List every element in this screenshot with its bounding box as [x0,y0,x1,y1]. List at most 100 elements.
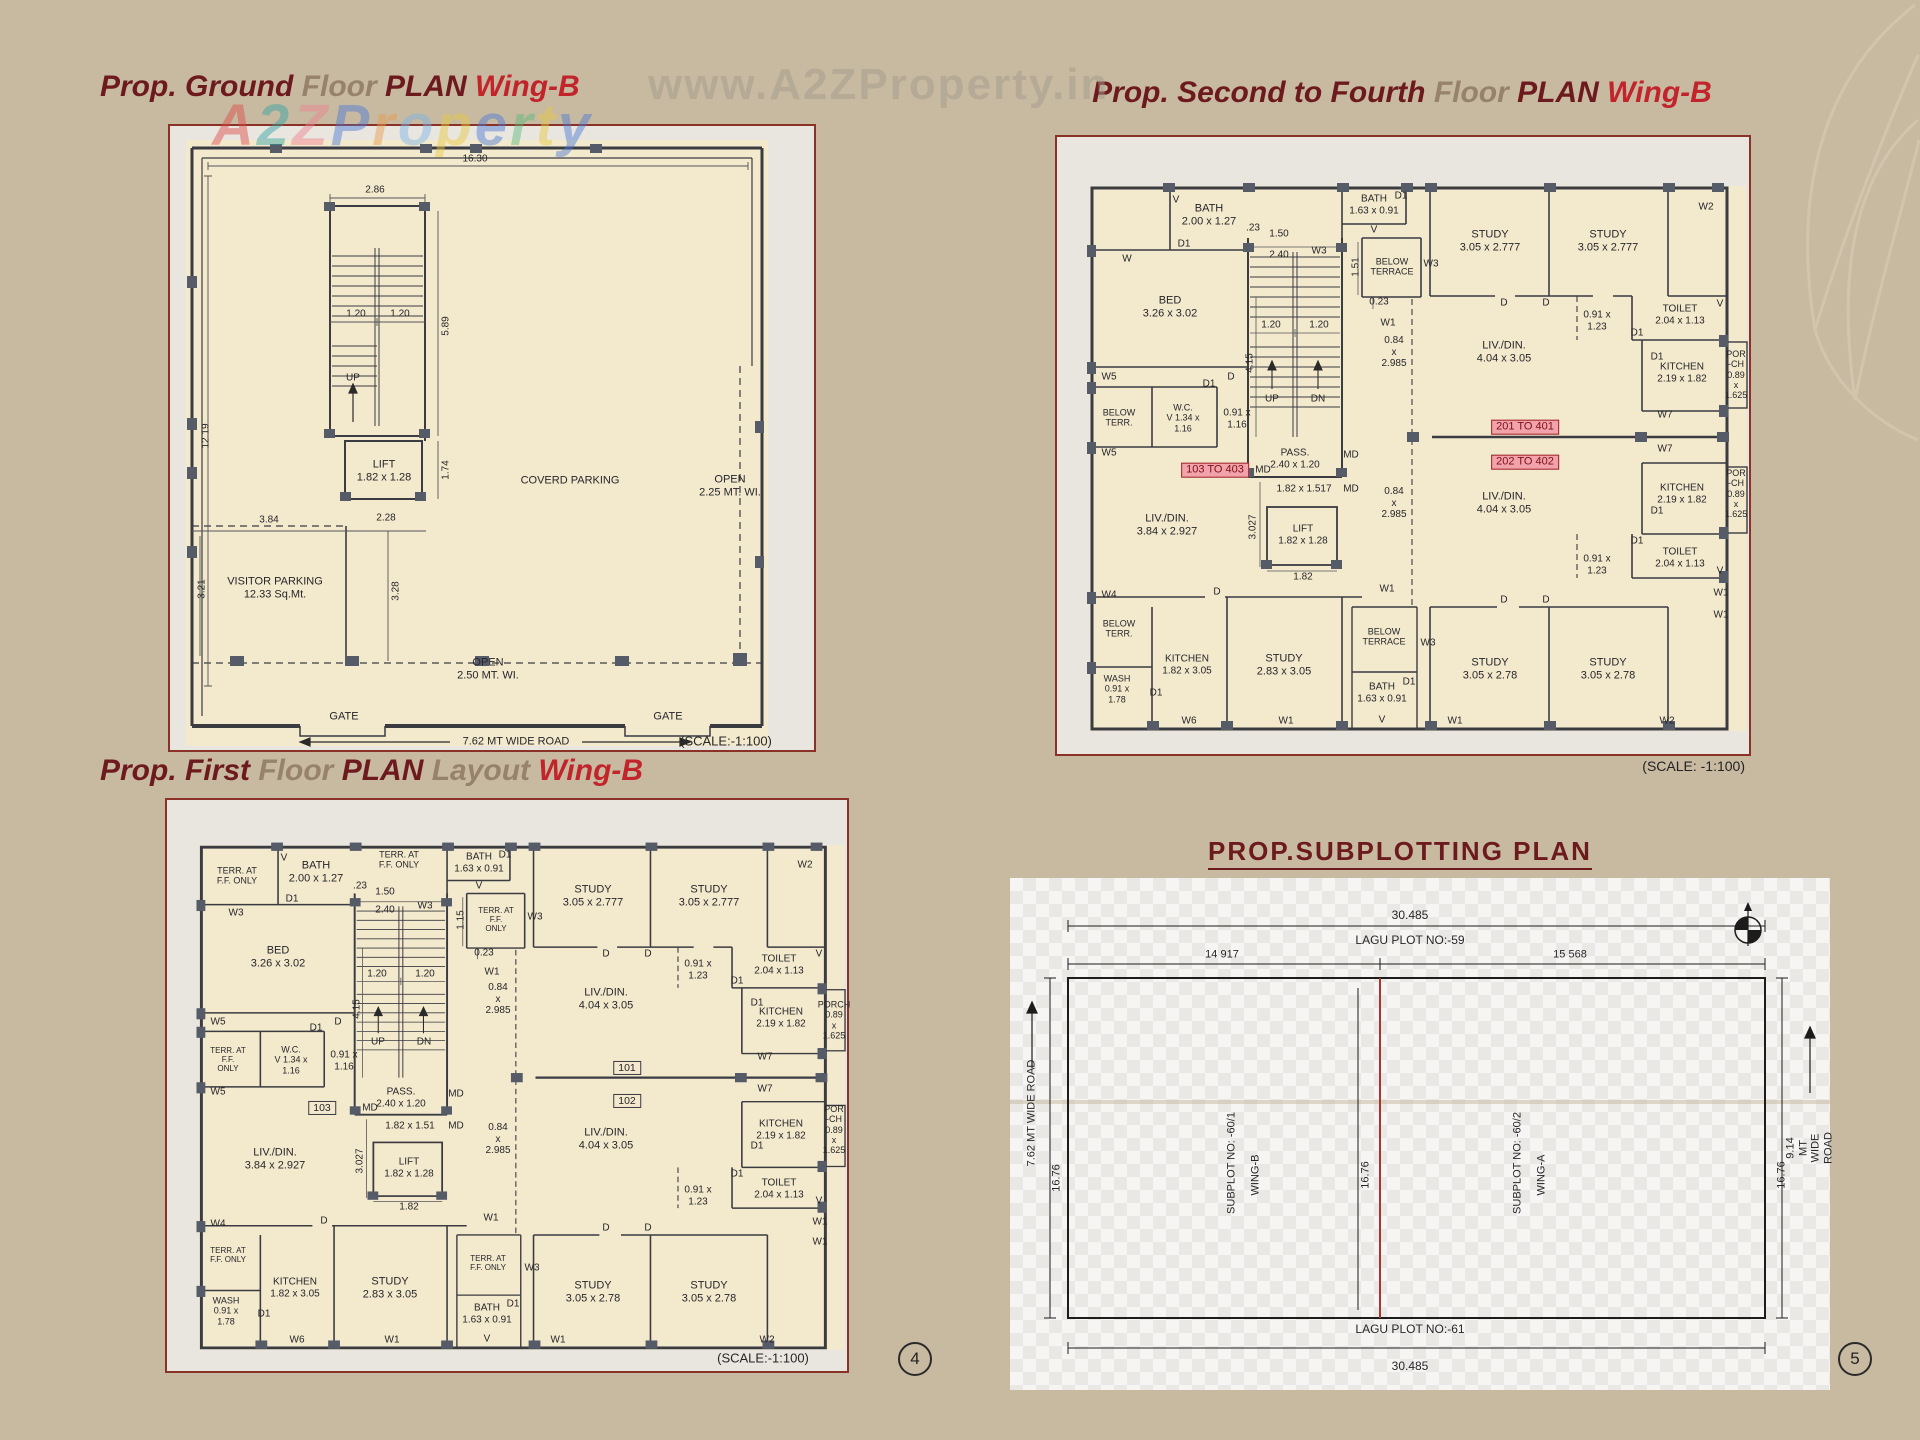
plan-label: 4.15 [1244,353,1256,373]
plan-label: (SCALE:-1:100) [680,733,772,749]
plan-label: SUBPLOT NO: -60/1 [1225,1112,1238,1214]
watermark-letter: 2 [256,93,293,158]
plan-label: D1 [1650,351,1664,363]
plan-label: BED 3.26 x 3.02 [1142,294,1198,319]
plan-label: V [815,948,823,960]
plan-label: 0.91 x 1.23 [1583,553,1611,577]
plan-label: STUDY 3.05 x 2.777 [678,883,740,908]
plan-label: W1 [1278,715,1294,727]
plan-label: D [1500,297,1508,309]
plan-label: MD [1343,449,1359,461]
title-segment: Layout [431,754,539,787]
plan-label: 0.91 x 1.23 [684,1184,712,1208]
plan-label: D [320,1215,328,1227]
plan-label: D [644,1222,652,1234]
plan-label: 2.28 [376,512,396,524]
plan-label: KITCHEN 2.19 x 1.82 [1657,361,1707,385]
plan-label: 1.51 [1350,257,1362,277]
plan-label: (SCALE:-1:100) [717,1350,809,1366]
watermark-brand: A2ZProperty [212,92,593,159]
plan-label: STUDY 2.83 x 3.05 [362,1275,418,1300]
plan-label: MD [448,1120,464,1132]
plan-label: D [602,948,610,960]
plan-label: 16.76 [1359,1161,1372,1189]
plan-label: V [280,852,288,864]
plan-label: UP [371,1036,385,1048]
plan-label: LIFT 1.82 x 1.28 [384,1156,434,1180]
page-number-4: 4 [898,1342,932,1376]
plan-label: STUDY 3.05 x 2.78 [681,1279,737,1304]
plan-label: LIV./DIN. 4.04 x 3.05 [578,986,634,1011]
title-segment: Floor [301,70,385,103]
plan-label: 7.62 MT WIDE ROAD [462,735,570,748]
first-floor-title: Prop. First Floor PLAN Layout Wing-B [100,754,643,788]
plan-label: 3.027 [1247,514,1259,540]
plan-label: 0.23 [1369,296,1389,308]
plan-label: D1 [750,1140,764,1152]
plan-label: D1 [506,1298,520,1310]
watermark-letter: r [510,93,536,158]
plan-label: D1 [257,1308,271,1320]
plan-label: LAGU PLOT NO:-61 [1355,1322,1465,1337]
plan-label: W1 [1379,583,1395,595]
compass-icon [1734,902,1762,946]
plan-label: TERR. AT F.F. ONLY [378,849,420,870]
plan-label: BELOW TERRACE [1370,256,1414,277]
plan-label: BELOW TERR. [1102,618,1136,639]
plan-label: STUDY 3.05 x 2.777 [562,883,624,908]
plan-label: W4 [1101,589,1117,601]
leaf-decoration [1806,3,1920,442]
plan-label: 3.21 [196,579,208,599]
watermark-letter: t [535,93,558,158]
plan-label: MD [1343,483,1359,495]
plan-label: D1 [1650,505,1664,517]
plan-label: LIFT 1.82 x 1.28 [356,458,412,483]
plan-label: STUDY 3.05 x 2.78 [1462,656,1518,681]
ground-floor-drawing [186,140,768,747]
plan-label: 0.84 x 2.985 [485,981,511,1016]
plan-label: W3 [1420,637,1436,649]
unit-number-tag: 102 [613,1093,641,1109]
plan-label: W2 [1659,715,1675,727]
title-segment: PLAN [1517,76,1608,109]
plan-label: 16.76 [1050,1164,1063,1192]
plan-label: D1 [1394,190,1408,202]
plan-label: 12.19 [200,423,212,449]
plan-label: KITCHEN 2.19 x 1.82 [756,1006,806,1030]
plan-label: 1.82 [399,1201,419,1213]
watermark-letter: e [474,93,510,158]
plan-label: D [1542,297,1550,309]
watermark-url: www.A2ZProperty.in [648,60,1110,109]
unit-number-tag: 202 TO 402 [1491,454,1559,470]
plan-label: 0.91 x 1.16 [330,1049,358,1073]
second-floor-scale-note: (SCALE: -1:100) [1642,758,1745,774]
plan-label: W3 [417,900,433,912]
plan-label: 7.62 MT WIDE ROAD [1025,1059,1038,1167]
plan-label: TOILET 2.04 x 1.13 [1655,546,1705,570]
plan-label: OPEN 2.25 MT. WI. [699,473,761,498]
plan-label: V [1378,714,1386,726]
plan-label: D1 [1202,378,1216,390]
plan-label: W2 [797,859,813,871]
plan-label: W1 [483,1212,499,1224]
plan-label: W4 [210,1218,226,1230]
plan-label: PASS. 2.40 x 1.20 [376,1086,426,1110]
plan-label: D1 [1630,327,1644,339]
plan-label: W5 [1101,371,1117,383]
plan-label: 3.027 [354,1148,366,1174]
plan-label: 5.89 [440,316,452,336]
plan-label: D1 [1177,238,1191,250]
unit-number-tag: 101 [613,1060,641,1076]
plan-label: 1.20 [390,308,410,320]
plan-label: 2.40 [1269,249,1289,261]
plan-label: V [1716,298,1724,310]
plan-label: W2 [759,1334,775,1346]
plan-label: PASS. 2.40 x 1.20 [1270,447,1320,471]
plan-label: 9.14 MT WIDE ROAD [1784,1132,1835,1164]
plan-label: 0.84 x 2.985 [1381,485,1407,520]
watermark-letter: A [212,93,257,158]
